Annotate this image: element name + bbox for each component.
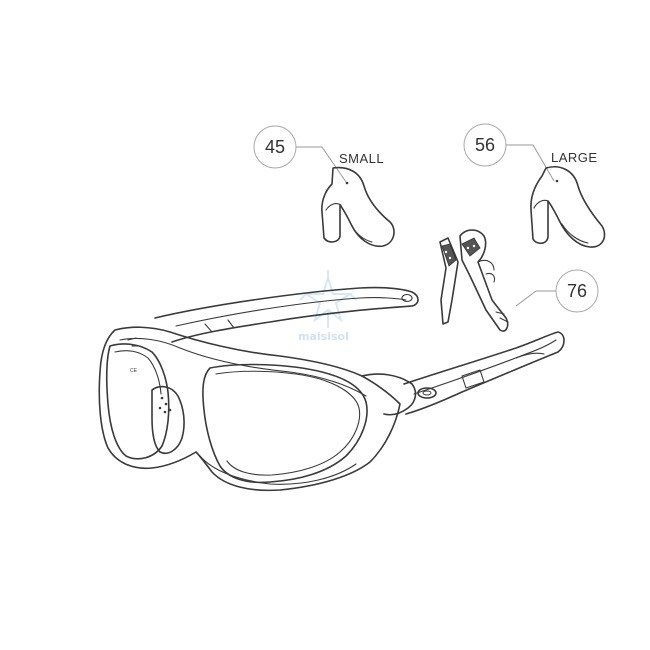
leader-line-56 (506, 144, 555, 182)
size-label-large: LARGE (551, 150, 598, 165)
watermark-star-icon (299, 270, 357, 328)
svg-text:CE: CE (130, 368, 138, 374)
callout-small: 45 SMALL (253, 125, 384, 183)
nose-pad-large (530, 166, 606, 248)
callout-arms: 76 (515, 269, 599, 313)
nose-pad-small (321, 166, 395, 248)
callout-large: 56 LARGE (463, 123, 598, 182)
size-label-small: SMALL (339, 151, 384, 166)
watermark-text: maisisol (298, 330, 349, 343)
part-number-56: 56 (475, 135, 495, 155)
part-number-45: 45 (265, 137, 285, 157)
nose-pad-arms (439, 229, 509, 332)
leader-line-45 (296, 146, 347, 183)
leader-line-76 (515, 290, 556, 307)
part-number-76: 76 (567, 281, 587, 301)
watermark: maisisol (298, 270, 357, 343)
sunglasses-frame: CE (98, 286, 565, 492)
